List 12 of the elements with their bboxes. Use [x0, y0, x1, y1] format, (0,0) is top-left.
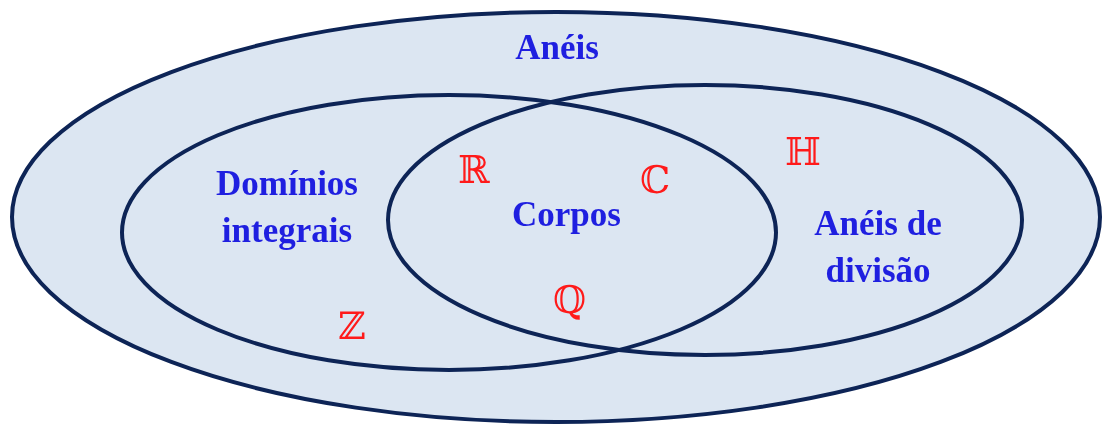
- number-set-symbol: ℤ: [338, 304, 366, 348]
- number-set-symbol: ℂ: [640, 158, 671, 202]
- number-set-symbol: ℚ: [553, 278, 587, 322]
- set-label: Domínios integrais: [215, 163, 359, 253]
- number-set-symbol: ℝ: [458, 148, 490, 192]
- set-ellipse: [386, 83, 1024, 357]
- set-ellipse: [120, 93, 778, 372]
- set-label: Anéis de divisão: [813, 203, 943, 293]
- set-label: Corpos: [512, 195, 621, 235]
- set-ellipse: [10, 10, 1102, 424]
- set-label: Anéis: [514, 27, 600, 69]
- number-set-symbol: ℍ: [785, 130, 821, 174]
